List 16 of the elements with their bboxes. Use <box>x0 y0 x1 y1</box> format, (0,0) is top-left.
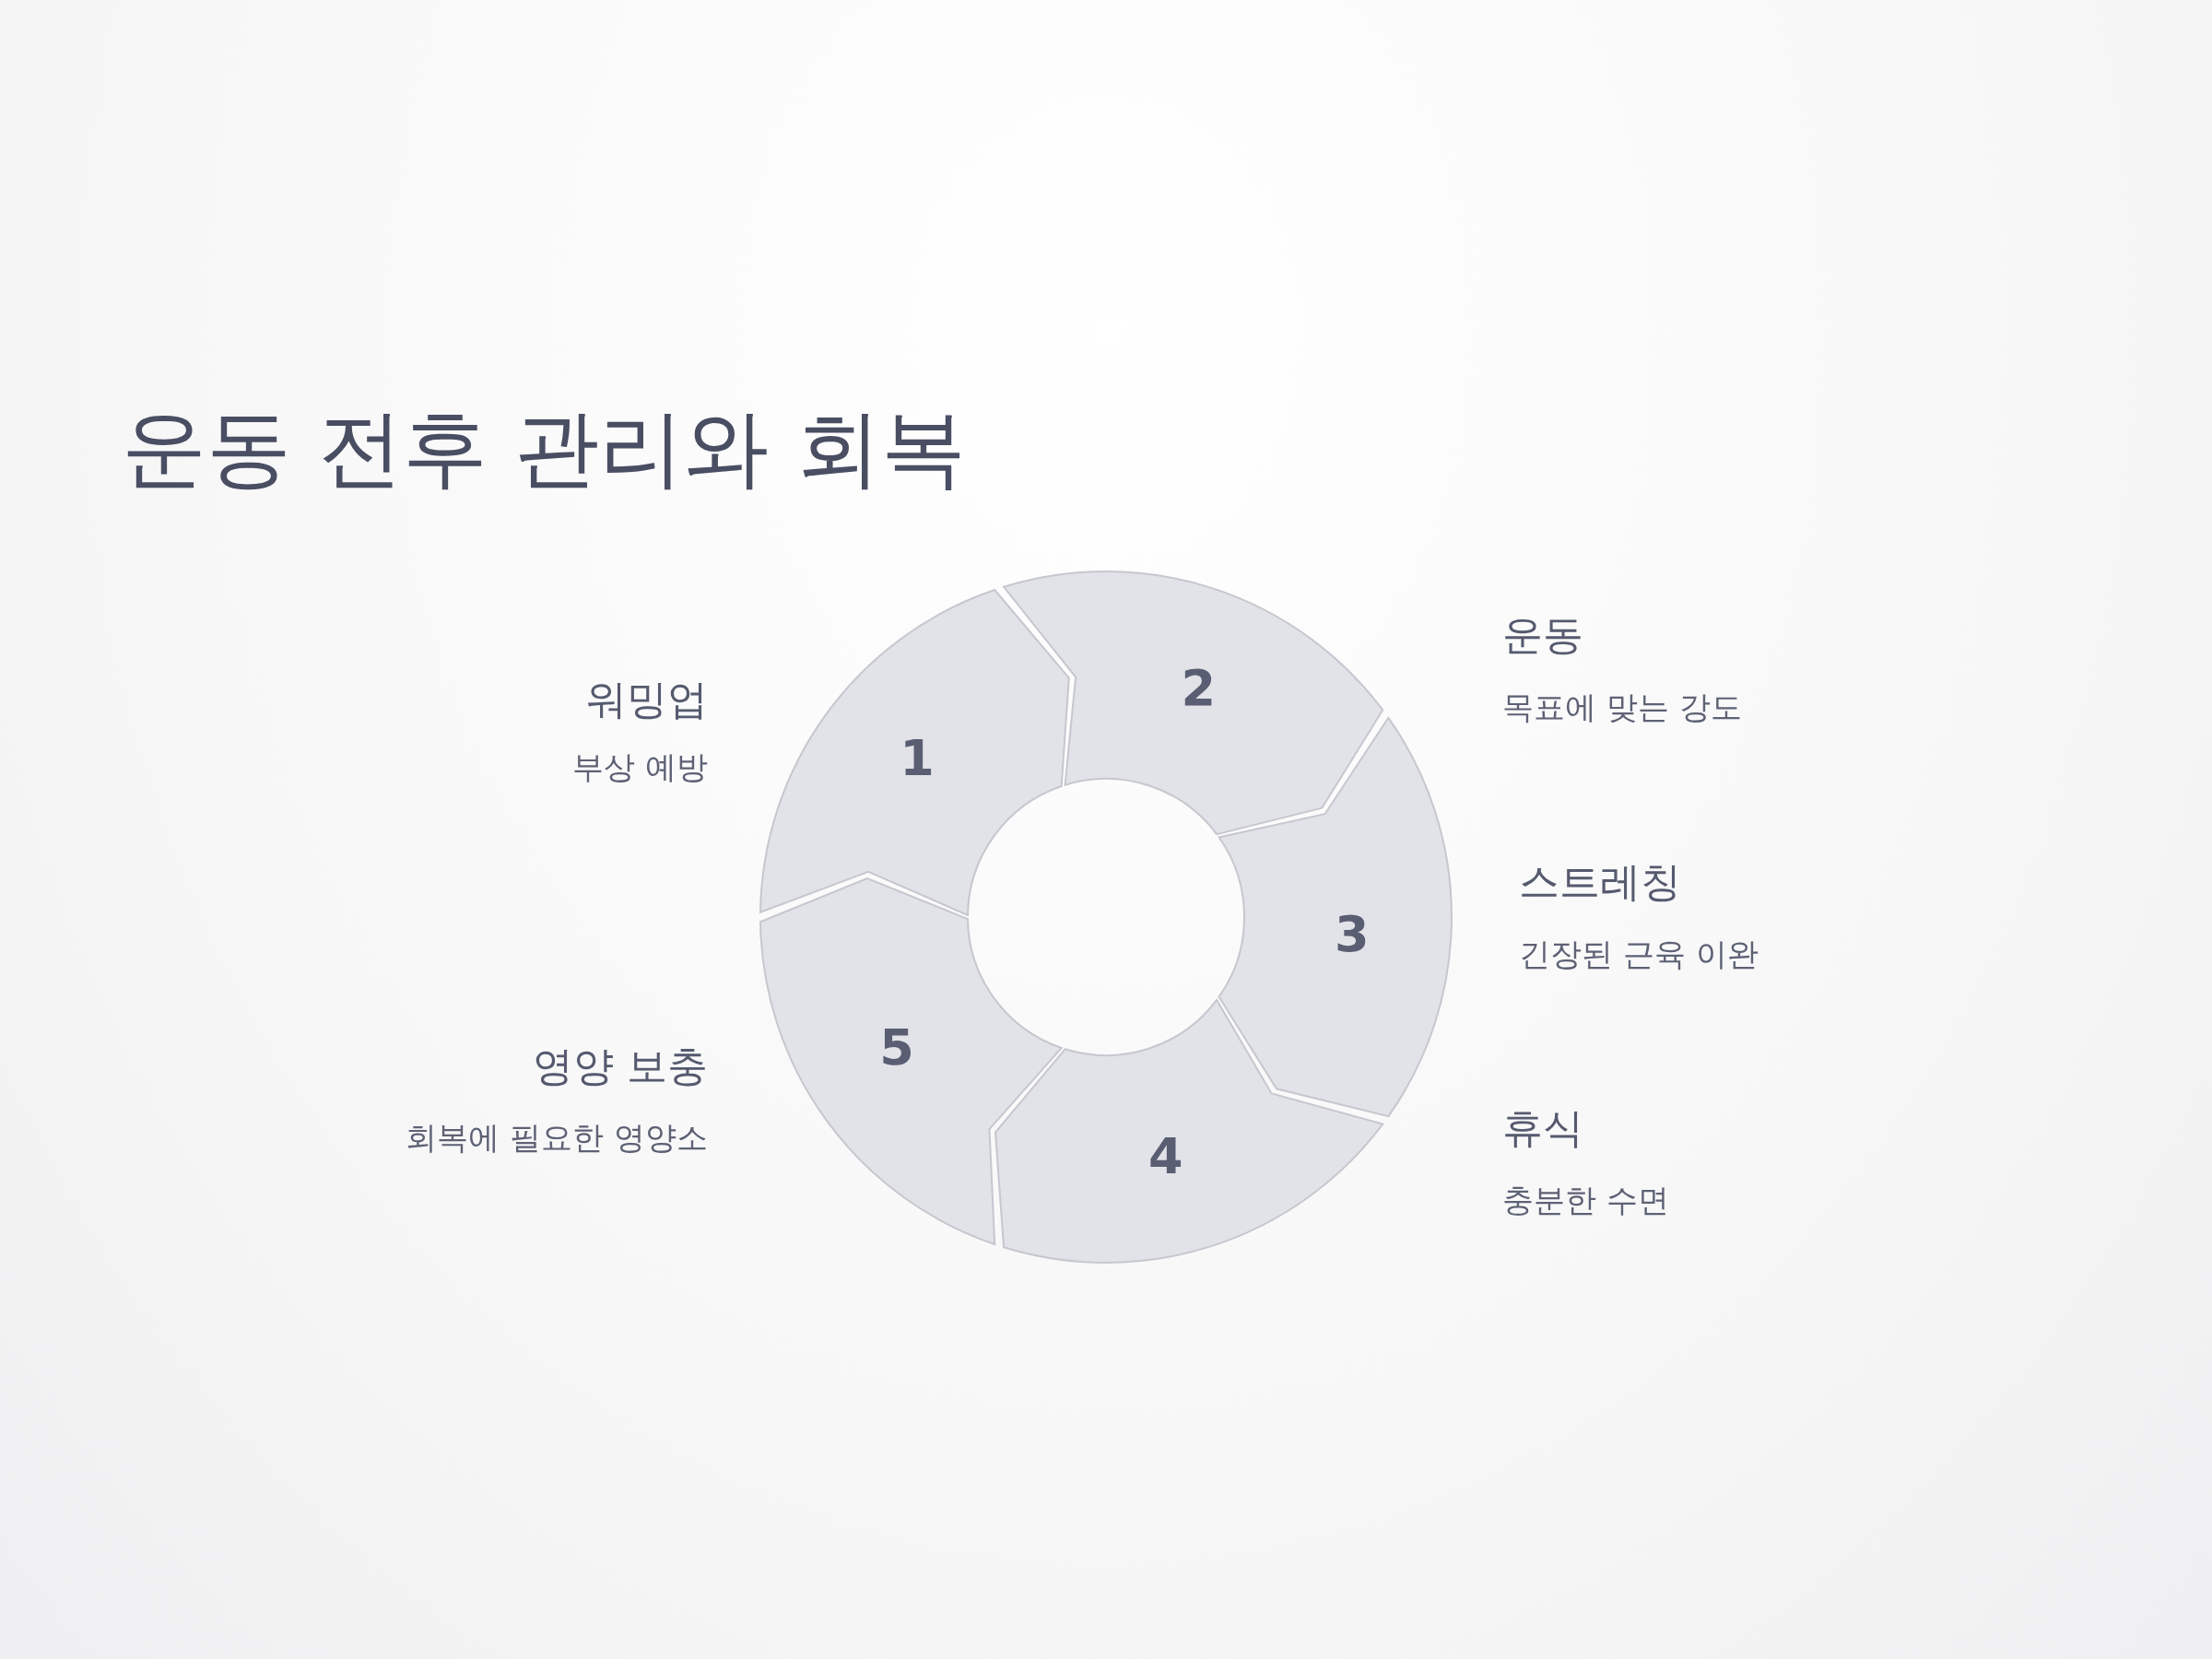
step-number: 3 <box>1335 904 1370 963</box>
step-description: 목표에 맞는 강도 <box>1502 688 1742 727</box>
step-number: 1 <box>900 729 935 788</box>
step-number: 4 <box>1147 1126 1183 1185</box>
step-description: 회복에 필요한 영양소 <box>406 1118 708 1158</box>
step-description: 충분한 수면 <box>1502 1181 1669 1220</box>
step-number: 5 <box>879 1018 914 1077</box>
title: 운동 전후 관리와 회복 <box>122 398 966 500</box>
step-heading: 워밍업 <box>586 675 708 724</box>
step-heading: 영양 보충 <box>533 1041 708 1091</box>
step-heading: 운동 <box>1502 610 1583 660</box>
step-description: 부상 예방 <box>572 747 708 787</box>
step-heading: 휴식 <box>1502 1103 1583 1153</box>
step-number: 2 <box>1181 659 1216 717</box>
step-description: 긴장된 근육 이완 <box>1519 935 1759 974</box>
step-heading: 스트레칭 <box>1519 857 1681 907</box>
